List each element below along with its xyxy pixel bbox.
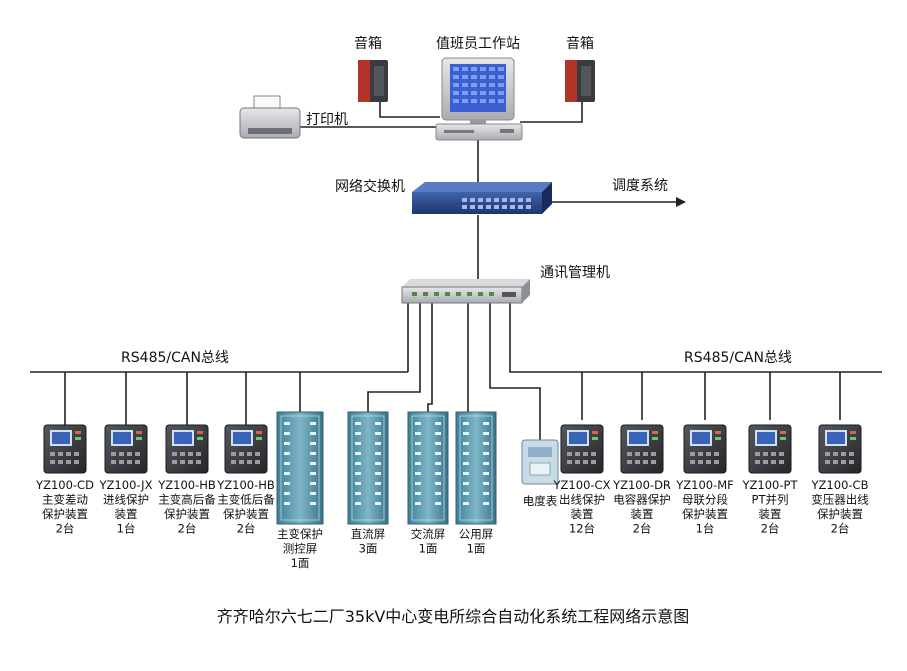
device-12-label-line-2: 母联分段 [682, 493, 728, 507]
cabinet-icon [455, 411, 497, 525]
device-4-label-line-2: 主变低后备 [217, 493, 275, 507]
comm-manager-icon [401, 279, 530, 304]
device-11-label-line-4: 2台 [633, 522, 652, 536]
device-5-label-line-3: 1面 [291, 556, 310, 570]
cabinet-icon [407, 411, 449, 525]
device-6-label-line-1: 直流屏 [351, 527, 386, 541]
network-switch-icon [412, 182, 552, 214]
comm-manager-label: 通讯管理机 [540, 265, 610, 281]
device-2-label-line-1: YZ100-JX [99, 478, 153, 492]
bus-left-label: RS485/CAN总线 [121, 350, 229, 366]
device-5-label-line-1: 主变保护 [277, 527, 323, 541]
relay-unit-icon [43, 424, 87, 474]
device-13-label-line-1: YZ100-PT [742, 478, 799, 492]
device-3-label-line-3: 保护装置 [164, 507, 210, 521]
field-devices: YZ100-CD主变差动保护装置2台YZ100-JX进线保护装置1台YZ100-… [35, 411, 869, 570]
device-5-label-line-2: 测控屏 [283, 542, 318, 556]
device-1-label-line-3: 保护装置 [42, 507, 88, 521]
device-14-label-line-1: YZ100-CB [811, 478, 869, 492]
device-2-label-line-2: 进线保护 [103, 493, 149, 507]
bus-right-line [509, 303, 882, 373]
cabinet-icon [347, 411, 389, 525]
printer-label: 打印机 [306, 111, 348, 128]
device-7-label-line-2: 1面 [419, 542, 438, 556]
device-2-label-line-4: 1台 [117, 522, 136, 536]
device-4-label-line-3: 保护装置 [223, 507, 269, 521]
device-14-label-line-2: 变压器出线 [811, 493, 869, 507]
cabinet-icon [276, 411, 324, 525]
device-2-label-line-3: 装置 [115, 507, 138, 521]
device-9-label-line-1: 电度表 [523, 494, 558, 508]
device-7-label-line-1: 交流屏 [411, 527, 446, 541]
device-3-label-line-1: YZ100-HB [157, 478, 216, 492]
relay-unit-icon [224, 424, 268, 474]
wiring [30, 95, 882, 440]
device-4-label-line-4: 2台 [237, 522, 256, 536]
switch-label: 网络交换机 [335, 178, 405, 195]
speaker-right-label: 音箱 [566, 35, 594, 52]
device-8-label-line-2: 1面 [467, 542, 486, 556]
device-11-label-line-1: YZ100-DR [612, 478, 671, 492]
dispatch-arrow-icon [676, 197, 686, 207]
device-12-label-line-4: 1台 [696, 522, 715, 536]
speaker-right-icon [565, 60, 595, 102]
device-10-label-line-4: 12台 [569, 522, 595, 536]
device-1-label-line-4: 2台 [56, 522, 75, 536]
diagram-caption: 齐齐哈尔六七二厂35kV中心变电所综合自动化系统工程网络示意图 [217, 607, 690, 626]
device-3-label-line-2: 主变高后备 [158, 493, 216, 507]
device-11-label-line-3: 装置 [631, 507, 654, 521]
energy-meter-icon [521, 439, 559, 485]
workstation-label: 值班员工作站 [436, 36, 520, 52]
device-9: 电度表 [521, 439, 559, 508]
workstation-icon [435, 57, 523, 141]
speaker-left-label: 音箱 [354, 35, 382, 52]
device-13-label-line-3: 装置 [759, 507, 782, 521]
device-10-label-line-2: 出线保护 [559, 493, 605, 507]
bus-right-label: RS485/CAN总线 [684, 350, 792, 366]
relay-unit-icon [748, 424, 792, 474]
device-12-label-line-3: 保护装置 [682, 507, 728, 521]
device-8-label-line-1: 公用屏 [459, 527, 494, 541]
device-12-label-line-1: YZ100-MF [675, 478, 734, 492]
device-13-label-line-4: 2台 [761, 522, 780, 536]
device-14-label-line-4: 2台 [831, 522, 850, 536]
speaker-left-icon [358, 60, 388, 102]
wire-speaker-left [379, 95, 440, 118]
relay-unit-icon [620, 424, 664, 474]
printer-icon [239, 95, 301, 139]
device-13-label-line-2: PT并列 [752, 493, 789, 507]
device-14-label-line-3: 保护装置 [817, 507, 863, 521]
device-4-label-line-1: YZ100-HB [216, 478, 275, 492]
device-10-label-line-3: 装置 [571, 507, 594, 521]
relay-unit-icon [104, 424, 148, 474]
device-11-label-line-2: 电容器保护 [613, 493, 671, 507]
relay-unit-icon [560, 424, 604, 474]
device-3-label-line-4: 2台 [178, 522, 197, 536]
relay-unit-icon [818, 424, 862, 474]
relay-unit-icon [683, 424, 727, 474]
device-1-label-line-1: YZ100-CD [35, 478, 94, 492]
relay-unit-icon [165, 424, 209, 474]
device-6-label-line-2: 3面 [359, 542, 378, 556]
device-10-label-line-1: YZ100-CX [553, 478, 611, 492]
dispatch-label: 调度系统 [612, 178, 668, 194]
device-1-label-line-2: 主变差动 [42, 493, 88, 507]
wire-speaker-right [520, 95, 583, 123]
